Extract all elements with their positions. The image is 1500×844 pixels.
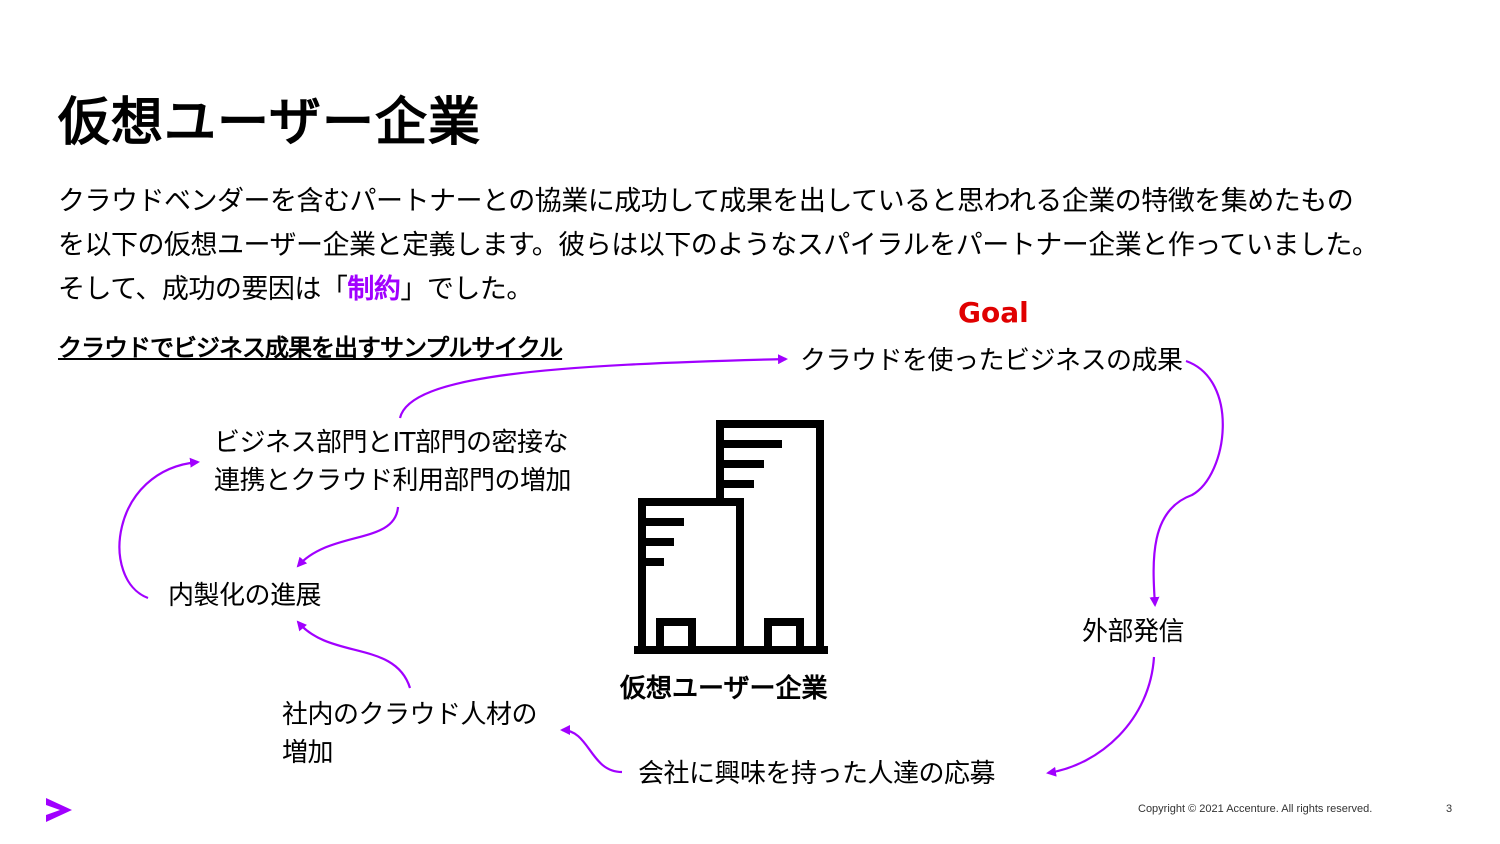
step-talent-line-1: 社内のクラウド人材の bbox=[282, 700, 538, 730]
highlight-constraint: 制約 bbox=[347, 274, 401, 305]
goal-label: Goal bbox=[958, 296, 1029, 329]
step-talent-growth: 社内のクラウド人材の 増加 bbox=[282, 696, 538, 772]
step-business-result: クラウドを使ったビジネスの成果 bbox=[800, 346, 1183, 376]
arrow-to-business-result bbox=[398, 354, 788, 419]
arrow-to-applicants bbox=[1046, 656, 1156, 777]
intro-line-3: そして、成功の要因は「制約」でした。 bbox=[58, 268, 1458, 312]
step-applicants: 会社に興味を持った人達の応募 bbox=[638, 759, 996, 789]
arrow-to-external-outreach bbox=[1149, 359, 1224, 607]
step-collaboration: ビジネス部門とIT部門の密接な 連携とクラウド利用部門の増加 bbox=[214, 424, 572, 500]
arrow-collab-to-insourcing bbox=[296, 506, 400, 568]
arrow-to-collaboration bbox=[118, 457, 200, 600]
cycle-arrows bbox=[118, 354, 1224, 777]
page-number: 3 bbox=[1446, 803, 1453, 815]
office-building-icon bbox=[634, 420, 828, 654]
intro-line-3-after: 」でした。 bbox=[400, 274, 533, 305]
step-talent-line-2: 増加 bbox=[282, 738, 334, 768]
step-external-outreach: 外部発信 bbox=[1082, 617, 1185, 647]
cycle-title: クラウドでビジネス成果を出すサンプルサイクル bbox=[58, 334, 563, 362]
arrow-to-talent-growth bbox=[560, 725, 623, 774]
page-title: 仮想ユーザー企業 bbox=[58, 93, 481, 153]
intro-line-2: を以下の仮想ユーザー企業と定義します。彼らは以下のようなスパイラルをパートナー企… bbox=[58, 230, 1379, 261]
arrow-to-insourcing bbox=[296, 620, 412, 689]
step-collab-line-2: 連携とクラウド利用部門の増加 bbox=[214, 466, 572, 496]
step-collab-line-1: ビジネス部門とIT部門の密接な bbox=[214, 428, 569, 458]
copyright-text: Copyright © 2021 Accenture. All rights r… bbox=[1138, 803, 1373, 815]
building-label: 仮想ユーザー企業 bbox=[620, 674, 828, 704]
intro-line-3-before: そして、成功の要因は「 bbox=[58, 274, 348, 305]
intro-text: クラウドベンダーを含むパートナーとの協業に成功して成果を出していると思われる企業… bbox=[58, 180, 1458, 312]
step-insourcing: 内製化の進展 bbox=[168, 581, 322, 611]
intro-line-1: クラウドベンダーを含むパートナーとの協業に成功して成果を出していると思われる企業… bbox=[58, 186, 1354, 217]
accenture-chevron-icon bbox=[46, 798, 72, 822]
